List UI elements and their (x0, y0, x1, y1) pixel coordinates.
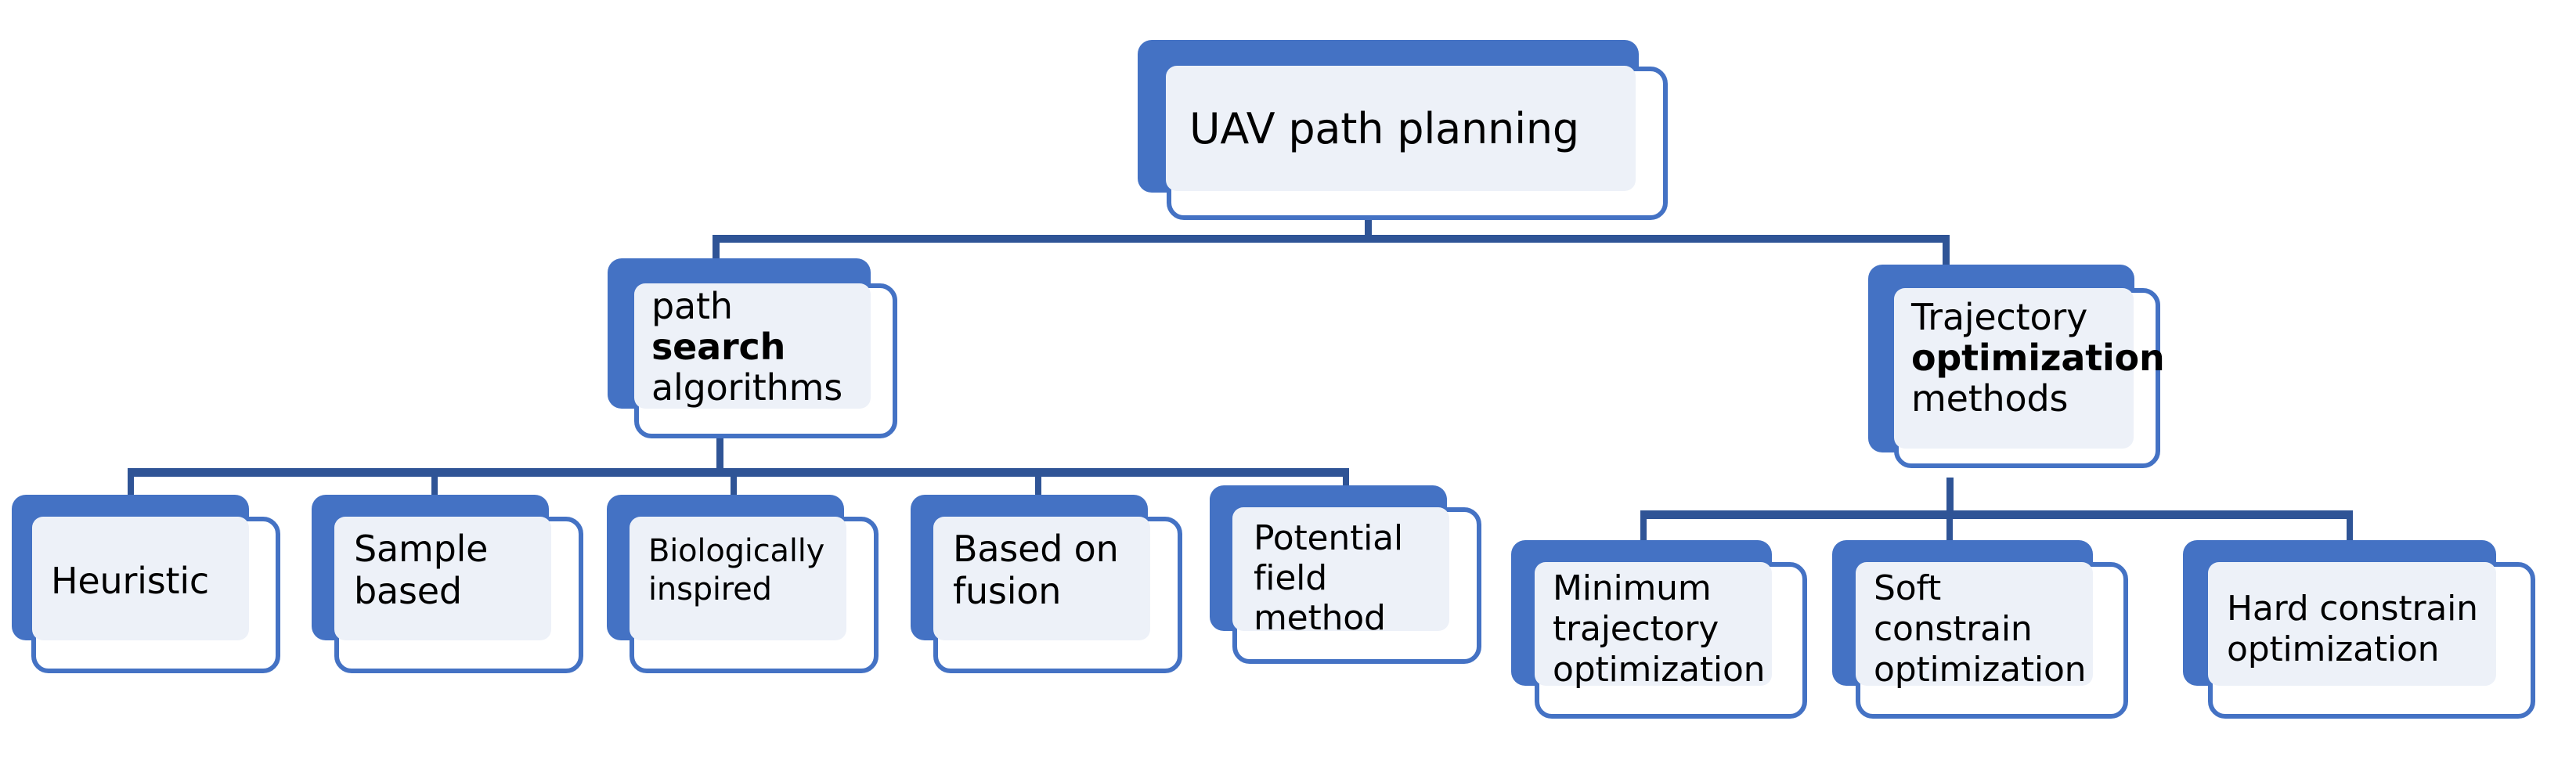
node-heuristic[interactable]: Heuristic (12, 495, 286, 679)
connector-left-branch-bus (128, 468, 1349, 477)
connector-drop-trajectory (1943, 235, 1950, 279)
node-panel (630, 517, 846, 640)
node-based-on-fusion[interactable]: Based on fusion (911, 495, 1185, 679)
node-label: UAV path planning (1189, 104, 1579, 153)
label-line-1: Trajectory (1911, 296, 2088, 338)
node-soft-constrain-optimization[interactable]: Soft constrain optimization (1832, 540, 2138, 740)
node-label: Sample based (354, 528, 489, 613)
node-sample-based[interactable]: Sample based (312, 495, 586, 679)
node-panel (334, 517, 551, 640)
node-label: Based on fusion (953, 528, 1119, 613)
connector-left-branch-stem (716, 438, 723, 473)
label-line-3: methods (1911, 377, 2069, 420)
node-label: Potential field method (1254, 518, 1403, 639)
connector-drop-based-on-fusion (1035, 468, 1041, 499)
node-biologically-inspired[interactable]: Biologically inspired (607, 495, 881, 679)
node-panel (32, 517, 249, 640)
connector-drop-heuristic (128, 468, 134, 499)
connector-drop-potential-field (1343, 468, 1349, 499)
node-label: Biologically inspired (648, 533, 825, 607)
node-panel (1894, 288, 2134, 449)
label-line-1: path (651, 285, 733, 327)
connector-drop-sample-based (431, 468, 438, 499)
connector-drop-path-search (713, 235, 720, 279)
connector-drop-soft-constrain (1946, 510, 1953, 543)
label-line-2-bold: search (651, 325, 786, 368)
node-potential-field-method[interactable]: Potential field method (1210, 485, 1492, 681)
node-hard-constrain-optimization[interactable]: Hard constrain optimization (2183, 540, 2535, 732)
node-panel (933, 517, 1150, 640)
connector-drop-minimum-trajectory (1640, 510, 1647, 543)
label-line-2-bold: optimization (1911, 336, 2165, 379)
node-label: Soft constrain optimization (1874, 568, 2087, 690)
connector-drop-biologically-inspired (731, 468, 737, 499)
node-label: Hard constrain optimization (2227, 589, 2478, 669)
connector-level1-bus (713, 235, 1950, 243)
node-panel (1535, 562, 1772, 686)
label-line-3: algorithms (651, 366, 842, 409)
node-panel (1232, 507, 1449, 631)
node-panel (1166, 66, 1636, 191)
node-label: Minimum trajectory optimization (1553, 568, 1766, 690)
connector-root-stem (1365, 205, 1372, 240)
connector-drop-hard-constrain (2347, 510, 2353, 543)
node-label: Heuristic (51, 560, 210, 602)
node-panel (634, 283, 871, 409)
node-panel (2208, 562, 2496, 686)
connector-right-branch-stem (1946, 478, 1954, 515)
node-uav-path-planning[interactable]: UAV path planning (1138, 40, 1670, 220)
node-panel (1856, 562, 2093, 686)
node-minimum-trajectory-optimization[interactable]: Minimum trajectory optimization (1511, 540, 1817, 740)
connector-right-branch-bus (1640, 510, 2353, 519)
